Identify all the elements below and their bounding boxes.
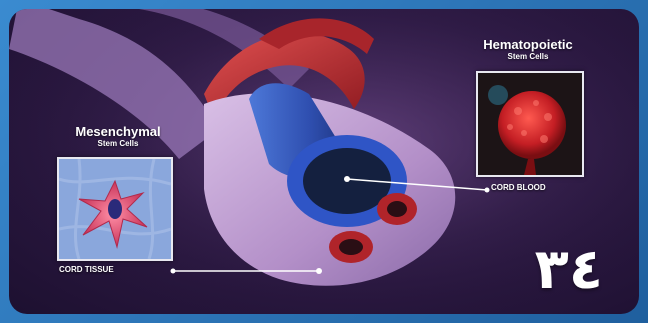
illustration-panel: Mesenchymal Stem Cells CORD TISSUE [9,9,639,314]
hematopoietic-heading: Hematopoietic Stem Cells [463,38,593,62]
mesenchymal-subtitle: Stem Cells [53,139,183,149]
hematopoietic-cell-image [476,71,584,177]
mesenchymal-cell-image [57,157,173,261]
hematopoietic-title: Hematopoietic [463,38,593,52]
cord-tissue-label: CORD TISSUE [59,265,114,274]
hematopoietic-cell-icon [478,73,582,175]
mesenchymal-title: Mesenchymal [53,125,183,139]
hematopoietic-subtitle: Stem Cells [463,52,593,62]
page-number: ٣٤ [535,242,603,298]
mesenchymal-cell-icon [59,159,171,259]
mesenchymal-heading: Mesenchymal Stem Cells [53,125,183,149]
cord-blood-label: CORD BLOOD [491,183,546,192]
